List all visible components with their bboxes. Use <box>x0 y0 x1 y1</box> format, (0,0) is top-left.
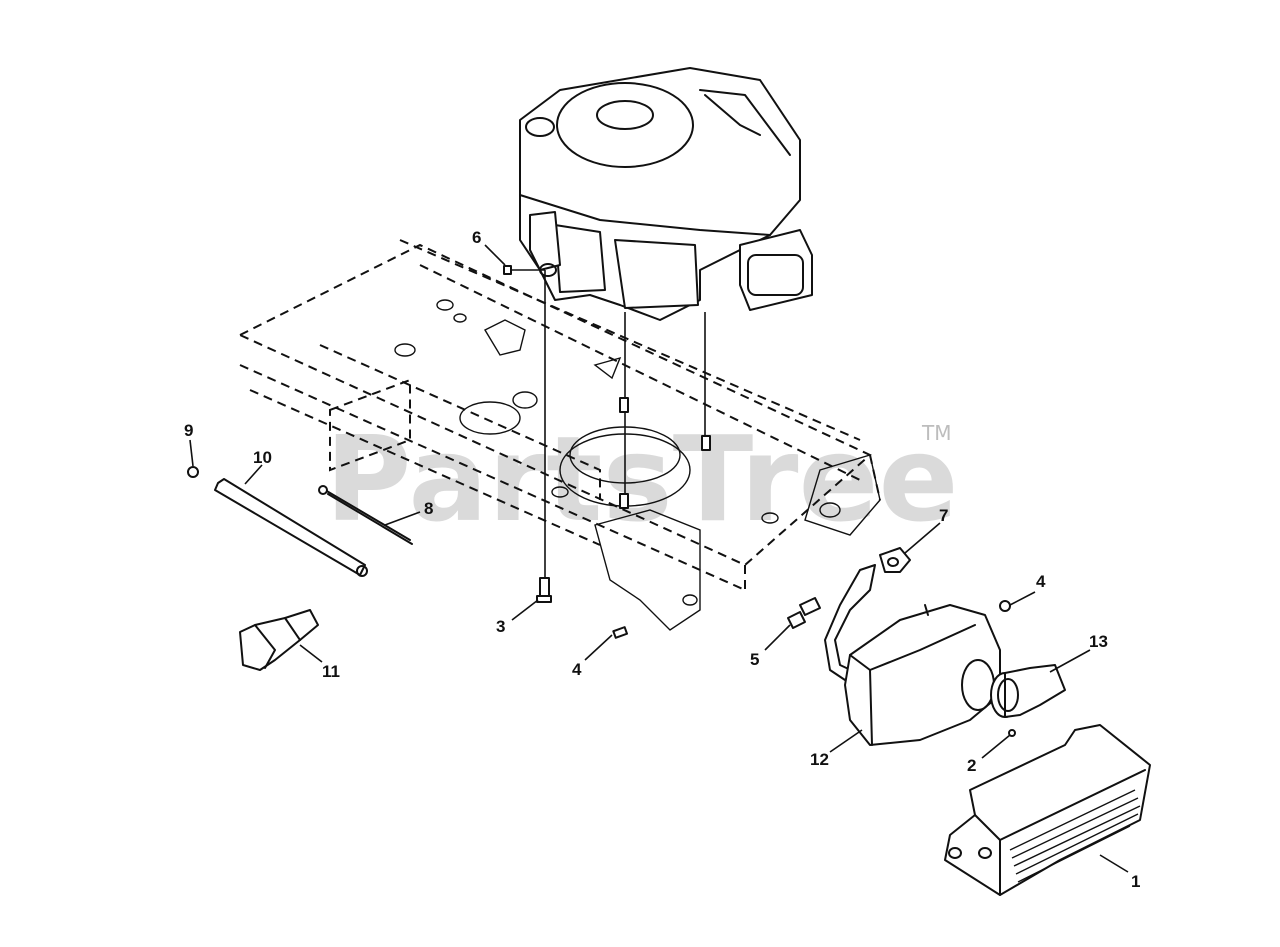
part-11-shield <box>239 609 319 671</box>
part-12-muffler <box>824 564 1001 746</box>
callout-11: 11 <box>322 662 340 681</box>
callout-4-right: 4 <box>1036 572 1046 591</box>
callout-12: 12 <box>810 750 829 769</box>
part-3-bolt <box>536 577 552 603</box>
part-13-spark-arrestor <box>990 664 1066 718</box>
callout-6: 6 <box>472 228 481 247</box>
callout-3: 3 <box>496 617 505 636</box>
callout-2: 2 <box>967 756 976 775</box>
watermark: PartsTree TM <box>325 410 959 548</box>
callout-13: 13 <box>1089 632 1108 651</box>
part-4-bolt-left <box>612 626 629 639</box>
callout-10: 10 <box>253 448 272 467</box>
part-2-screw <box>1008 729 1016 737</box>
part-4-nut-right <box>999 600 1011 612</box>
part-7-gasket <box>879 547 911 573</box>
callout-9: 9 <box>184 421 193 440</box>
part-1-heat-shield <box>944 724 1151 896</box>
leader-lines <box>189 244 1129 873</box>
callout-1: 1 <box>1131 872 1140 891</box>
part-10-rod <box>214 478 368 577</box>
callout-labels: 1 2 3 4 4 5 6 7 8 9 10 11 12 13 <box>184 228 1140 891</box>
watermark-text: PartsTree <box>325 410 959 548</box>
watermark-trademark: TM <box>921 421 951 445</box>
callout-4-left: 4 <box>572 660 582 679</box>
frame-assembly <box>237 239 881 631</box>
part-9-nut <box>187 466 199 478</box>
callout-7: 7 <box>939 506 948 525</box>
callout-5: 5 <box>750 650 759 669</box>
part-6-bolt <box>503 265 512 275</box>
mounting-lines <box>544 270 711 580</box>
part-8-rod <box>318 485 413 545</box>
part-5-bolts <box>787 597 821 629</box>
callout-8: 8 <box>424 499 433 518</box>
engine <box>519 67 813 321</box>
